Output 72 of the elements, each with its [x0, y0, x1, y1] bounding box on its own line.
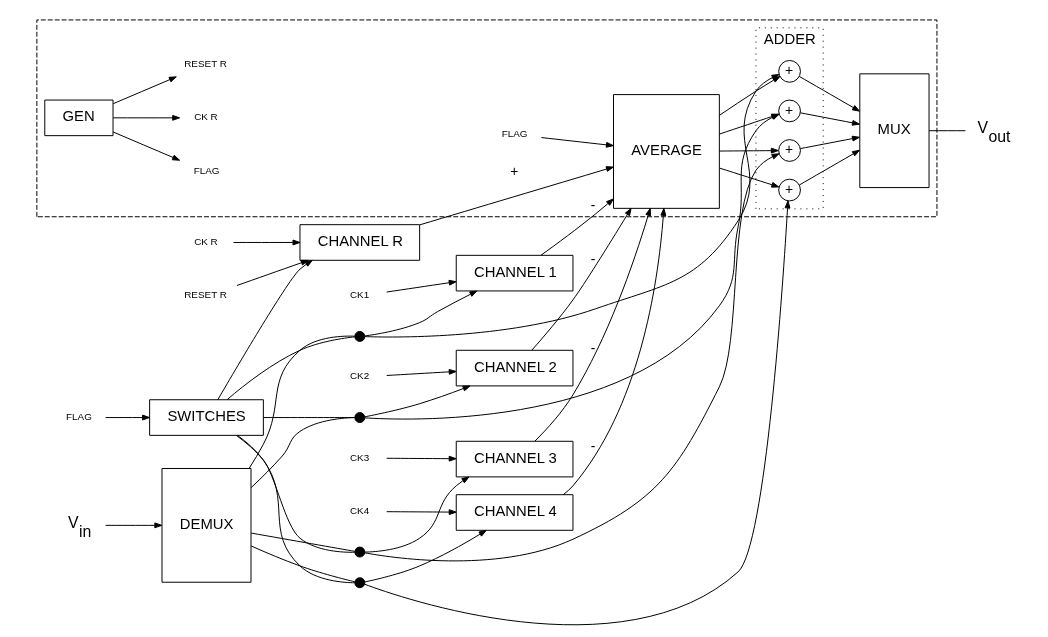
arrow: [419, 166, 614, 226]
arrow: [236, 259, 309, 286]
arrow: [233, 239, 301, 246]
node-circle: +: [778, 178, 801, 202]
edge-label: +: [510, 163, 519, 180]
node-text: FLAG: [66, 411, 92, 423]
node-text: RESET R: [184, 57, 227, 69]
connector: [250, 417, 356, 489]
arrow: [534, 208, 652, 442]
arrow: [540, 198, 614, 256]
node-text: FLAG: [193, 164, 220, 176]
node-box: CHANNEL 1: [455, 254, 574, 292]
arrow: [364, 200, 791, 626]
connector: [237, 435, 356, 584]
arrow: [217, 259, 313, 401]
node-circle: +: [778, 99, 801, 123]
arrow: [531, 207, 632, 351]
connector: [250, 545, 356, 583]
node-box: CHANNEL 3: [455, 440, 574, 478]
arrow: [364, 290, 478, 337]
node-box: DEMUX: [161, 468, 252, 583]
arrow: [112, 76, 177, 105]
arrow: [719, 167, 780, 188]
node-box: CHANNEL 4: [455, 494, 574, 531]
node-circle: [354, 330, 366, 342]
arrow: [540, 137, 614, 148]
arrow: [112, 114, 181, 121]
node-text: CK3: [349, 451, 370, 463]
edge-label: -: [590, 438, 596, 455]
arrow: [386, 368, 457, 376]
connector: [248, 335, 356, 469]
arrow: [386, 279, 457, 293]
connector: [226, 336, 356, 400]
node-circle: +: [778, 60, 801, 83]
arrow: [719, 147, 779, 154]
node-box: SWITCHES: [149, 399, 264, 436]
node-text: CK R: [194, 111, 218, 123]
node-circle: +: [778, 139, 801, 162]
node-text: CK2: [349, 370, 370, 382]
arrow: [105, 522, 163, 529]
node-box: AVERAGE: [613, 94, 720, 209]
node-box: GEN: [44, 99, 114, 137]
node-text: RESET R: [184, 289, 227, 301]
connector: [250, 532, 356, 552]
node-text: CK4: [349, 504, 370, 516]
node-box: CHANNEL R: [299, 224, 421, 261]
node-text: FLAG: [501, 128, 528, 140]
node-circle: [354, 412, 366, 424]
arrow: [364, 385, 471, 418]
arrow: [364, 153, 780, 562]
arrow: [798, 75, 860, 112]
arrow: [364, 476, 470, 553]
node-text: CK1: [349, 289, 370, 301]
arrow: [105, 414, 150, 421]
arrow: [386, 455, 457, 462]
node-text: CK R: [194, 235, 218, 247]
arrow: [799, 112, 860, 126]
arrow: [799, 135, 860, 150]
node-circle: [354, 577, 366, 589]
connector: [236, 435, 356, 553]
arrow: [562, 207, 667, 495]
node-circle: [354, 546, 366, 558]
edge-label: -: [590, 251, 596, 268]
edge-label: -: [590, 340, 596, 357]
arrow: [798, 149, 860, 186]
node-box: MUX: [859, 73, 930, 189]
edge-label: -: [590, 197, 596, 214]
arrow: [386, 509, 457, 515]
arrow: [112, 131, 181, 161]
connector: [928, 130, 966, 132]
node-box: CHANNEL 2: [455, 349, 574, 387]
arrow: [364, 529, 487, 583]
